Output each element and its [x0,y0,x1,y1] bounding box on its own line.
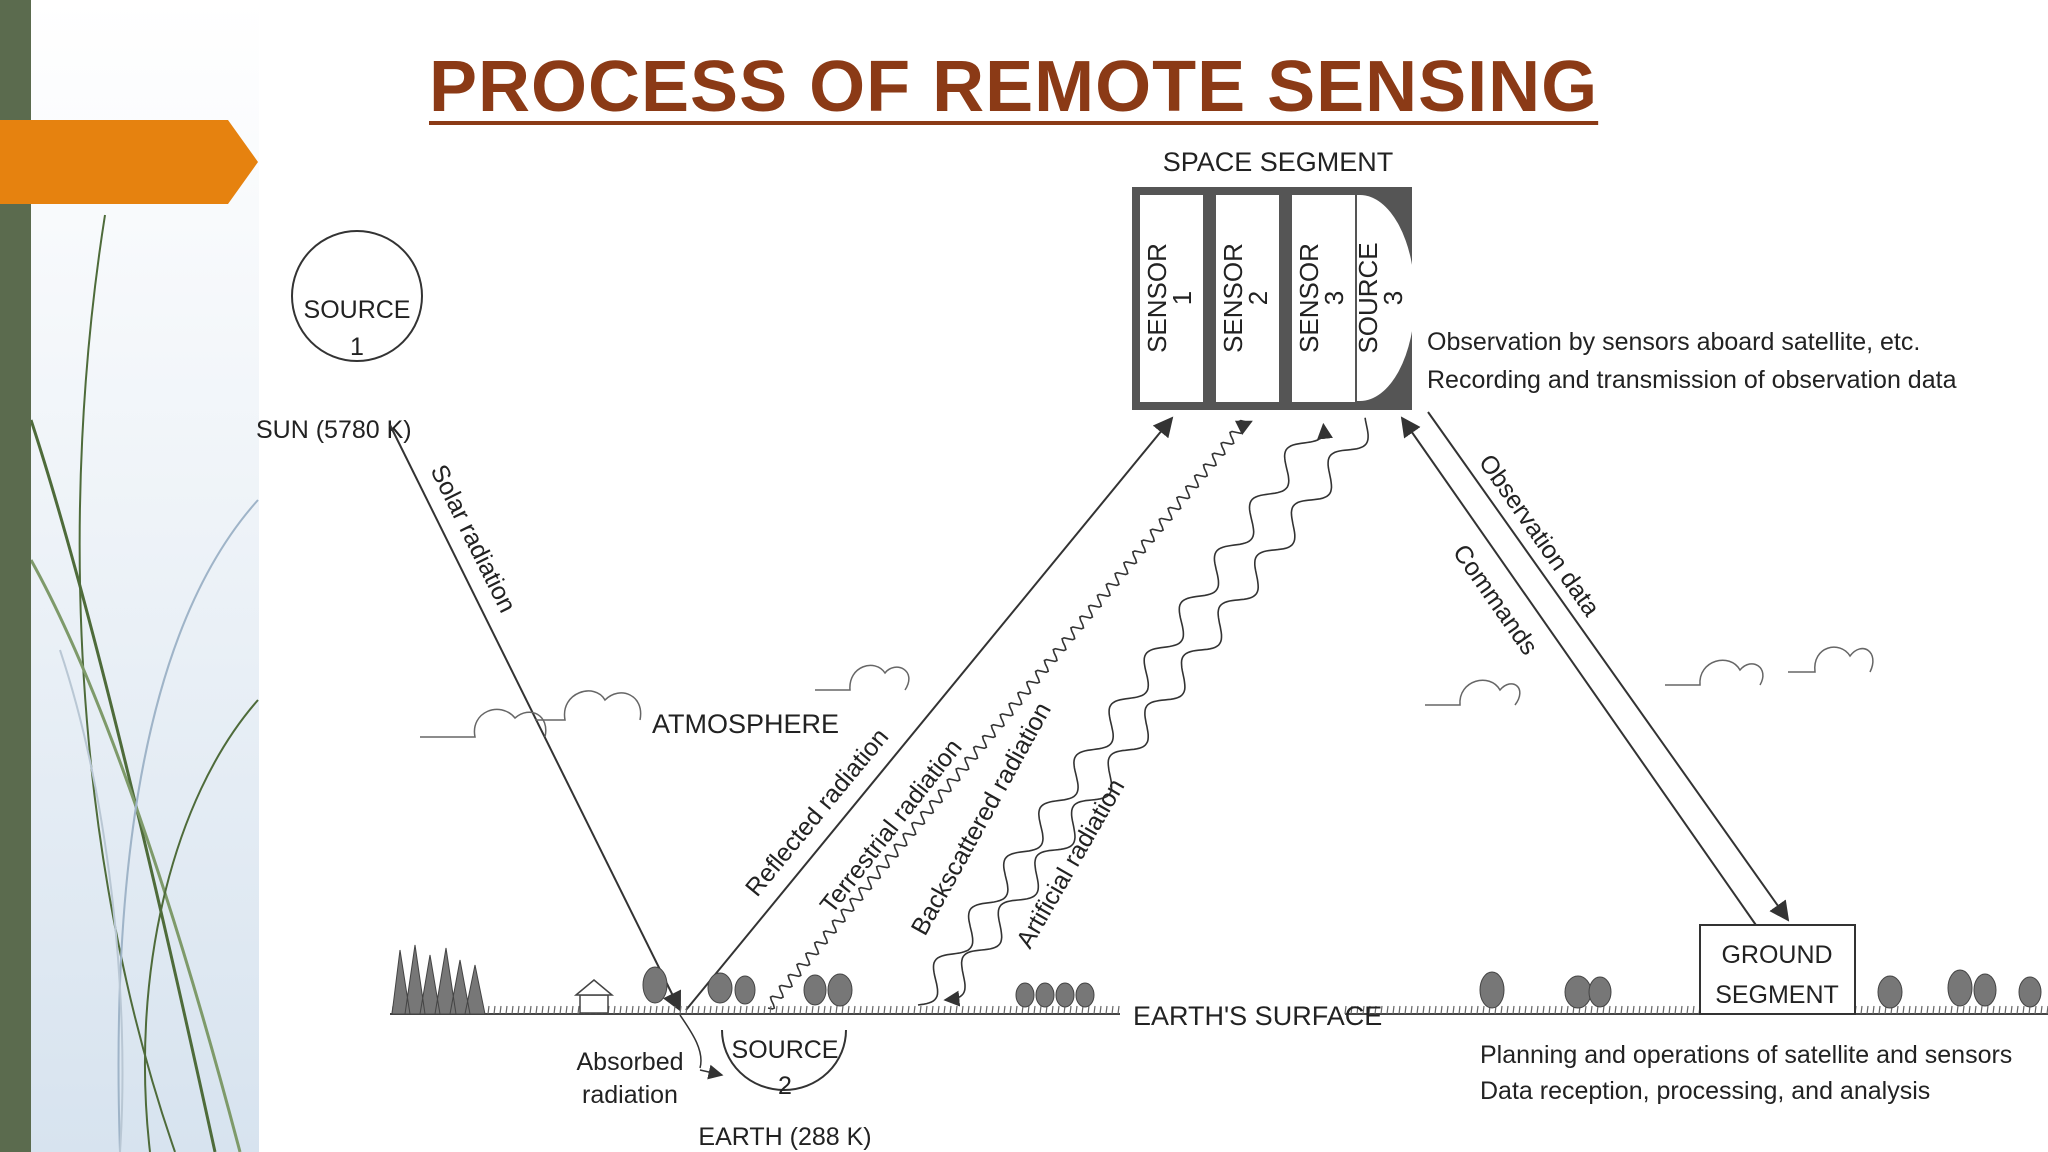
artificial-radiation-arrow [943,417,1369,1007]
backscattered-radiation-arrow [917,422,1333,1006]
space-segment-note-1: Observation by sensors aboard satellite,… [1427,328,1920,356]
sensor-2-label: SENSOR [1218,243,1248,353]
house [573,979,615,1014]
absorbed-arrow-in [679,1014,702,1069]
space-segment-heading: SPACE SEGMENT [1163,147,1394,177]
sensor-3-label: SENSOR [1294,243,1324,353]
atmosphere-label: ATMOSPHERE [652,709,839,739]
earth-caption: EARTH (288 K) [698,1123,871,1151]
ground-segment-label-1: GROUND [1721,941,1832,969]
sensor-3-number: 3 [1319,291,1349,305]
ground-segment-label-2: SEGMENT [1715,981,1839,1009]
source-3-box [1357,195,1415,401]
ground-segment-note-2: Data reception, processing, and analysis [1480,1077,1930,1105]
trees [391,944,2042,1015]
sensor-1-box [1140,195,1203,402]
sun-caption: SUN (5780 K) [256,416,412,444]
ground-segment-note-1: Planning and operations of satellite and… [1480,1041,2012,1069]
absorbed-line-1: Absorbed [576,1048,683,1076]
absorbed-line-2: radiation [582,1081,678,1109]
commands-arrow [1400,416,1759,929]
reflected-radiation-label: Reflected radiation [740,723,894,902]
source-3-label: SOURCE [1353,242,1383,353]
source-2-number: 2 [778,1072,792,1100]
ground-segment-box [1699,924,1856,1015]
absorbed-arrow-out [699,1064,724,1080]
solar-radiation-arrow [389,424,681,1012]
sensor-1-number: 1 [1167,291,1197,305]
source-1-label: SOURCE [304,296,411,324]
sensor-3-box [1292,195,1355,402]
sensor-2-number: 2 [1243,291,1273,305]
slide-title: PROCESS OF REMOTE SENSING [429,47,1599,127]
source-2-label: SOURCE [732,1036,839,1064]
earth-half-circle [721,1029,847,1091]
orange-accent-tab [0,120,258,204]
source-3-number: 3 [1378,291,1408,305]
source-1-number: 1 [350,333,364,361]
sun-circle [291,230,423,362]
space-segment-note-2: Recording and transmission of observatio… [1427,366,1957,394]
sensor-1-label: SENSOR [1142,243,1172,353]
decorative-grass-lines [29,214,259,1152]
earth-surface-label: EARTH'S SURFACE [1133,1001,1382,1031]
clouds [420,646,1874,738]
terrestrial-radiation-arrow [767,419,1253,1010]
sensor-2-box [1216,195,1279,402]
observation-data-arrow [1427,411,1790,922]
reflected-radiation-arrow [685,416,1174,1011]
artificial-radiation-label: Artificial radiation [1011,774,1130,953]
